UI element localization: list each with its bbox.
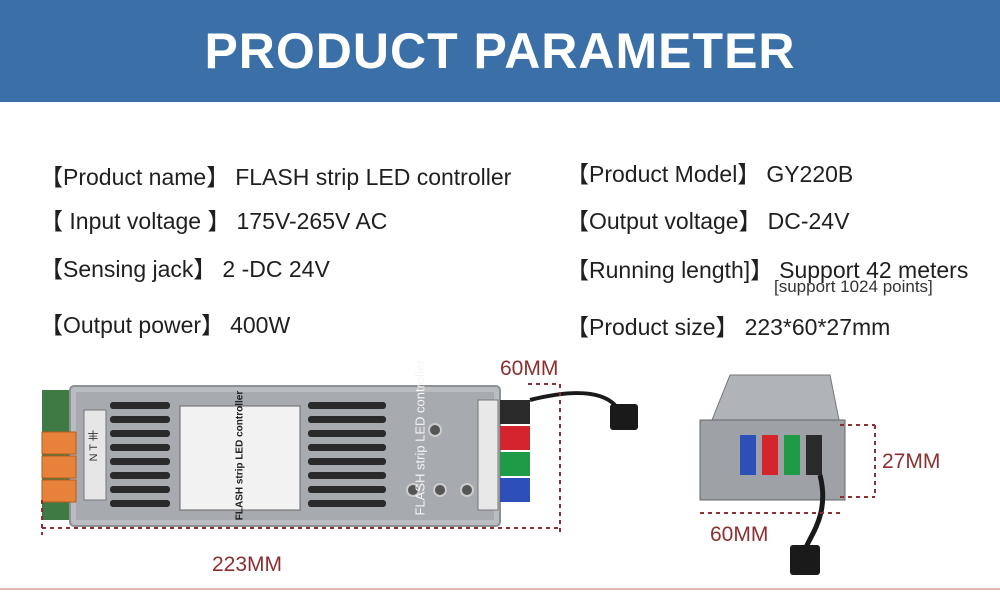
box-title: FLASH strip LED controller xyxy=(234,390,246,521)
spec-value: 175V-265V AC xyxy=(236,208,388,234)
spec-input-voltage: 【 Input voltage 】175V-265V AC xyxy=(40,202,387,236)
spec-key: 【 Input voltage 】 xyxy=(40,208,231,234)
spec-key: 【Product name】 xyxy=(40,164,230,190)
controller-top-view-drawing xyxy=(41,383,638,535)
ac-terminal-block xyxy=(41,431,77,503)
vents-left xyxy=(110,402,170,507)
controller-top-view: N T 丰 FLASH strip LED controller FLASH s… xyxy=(30,359,650,540)
spec-product-model: 【Product Model】GY220B xyxy=(566,155,853,189)
end-terminal-green xyxy=(784,435,800,475)
spec-running-length: 【Running length]】Support 42 meters xyxy=(566,251,968,285)
vents-right xyxy=(308,402,386,507)
sensor-cable xyxy=(529,391,617,407)
spec-value: FLASH strip LED controller xyxy=(235,164,512,190)
end-terminal-red xyxy=(762,435,778,475)
button-2 xyxy=(433,483,447,497)
spec-output-voltage: 【Output voltage】DC-24V xyxy=(566,202,849,236)
bottom-rule xyxy=(0,588,1000,590)
spec-value: 223*60*27mm xyxy=(744,314,891,340)
dimension-length: 223MM xyxy=(212,553,283,576)
controller-end-view-drawing xyxy=(699,374,876,575)
spec-product-size: 【Product size】223*60*27mm xyxy=(566,308,890,342)
spec-value: Support 42 meters xyxy=(779,257,969,283)
spec-key: 【Running length]】 xyxy=(566,257,774,283)
label-box xyxy=(179,405,301,511)
spec-value: 400W xyxy=(230,312,291,338)
knob xyxy=(428,423,442,437)
brand-text: N T 丰 xyxy=(88,430,100,462)
spec-key: 【Output power】 xyxy=(40,312,225,338)
header-banner: PRODUCT PARAMETER xyxy=(0,0,1000,102)
controller-end-view xyxy=(690,365,950,590)
button-1 xyxy=(406,483,420,497)
page-title: PRODUCT PARAMETER xyxy=(204,23,796,79)
running-length-note: [support 1024 points] xyxy=(774,277,933,296)
casing-title: FLASH strip LED controller xyxy=(412,359,428,516)
spec-value: 2 -DC 24V xyxy=(222,256,330,282)
spec-key: 【Product size】 xyxy=(566,314,739,340)
output-terminals xyxy=(500,400,530,502)
spec-key: 【Sensing jack】 xyxy=(40,256,217,282)
spec-output-power: 【Output power】400W xyxy=(40,306,290,340)
spec-value: DC-24V xyxy=(767,208,850,234)
spec-key: 【Output voltage】 xyxy=(566,208,762,234)
dimension-width-side: 60MM xyxy=(710,523,769,546)
spec-key: 【Product Model】 xyxy=(566,161,761,187)
spec-product-name: 【Product name】FLASH strip LED controller xyxy=(40,158,511,192)
end-casing-top xyxy=(709,374,841,426)
end-terminal-blue xyxy=(740,435,756,475)
spec-sensing-jack: 【Sensing jack】2 -DC 24V xyxy=(40,250,330,284)
dimension-height: 27MM xyxy=(882,450,941,473)
brand-strip xyxy=(83,409,107,501)
terminal-label-strip xyxy=(477,399,499,511)
spec-value: GY220B xyxy=(766,161,854,187)
end-terminal-black xyxy=(806,435,822,475)
dimension-width-top: 60MM xyxy=(500,357,559,380)
end-connector xyxy=(790,545,820,575)
button-3 xyxy=(460,483,474,497)
sensor-connector xyxy=(610,404,638,430)
